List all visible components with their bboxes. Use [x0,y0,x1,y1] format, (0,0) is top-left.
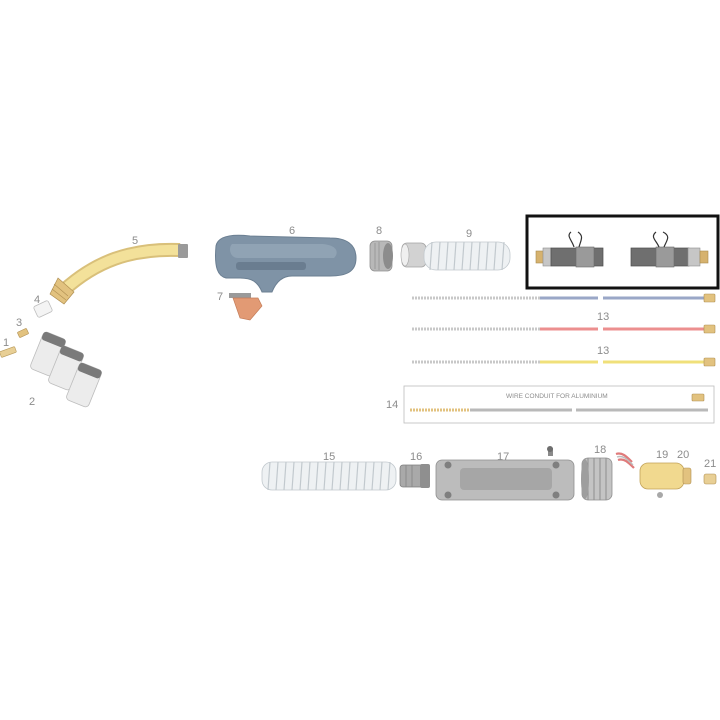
label-part-16: 16 [410,451,422,463]
label-part-18: 18 [594,444,606,456]
liner-blue [412,293,716,303]
contact-tip-part [0,346,17,358]
label-part-17: 17 [497,451,509,463]
label-part-21: 21 [704,458,716,470]
knurled-nut-part [581,457,613,501]
label-part-13-red: 13 [597,311,609,323]
highlighted-cable-assembly [525,214,720,290]
wire-conduit-caption: WIRE CONDUIT FOR ALUMINIUM [506,393,608,400]
gas-nozzles-part [30,331,102,408]
label-part-14: 14 [386,399,398,411]
label-part-6: 6 [289,225,295,237]
label-part-7: 7 [217,291,223,303]
liner-yellow [412,357,716,367]
insulator-part [33,300,53,318]
liner-red [412,324,716,334]
label-part-15: 15 [323,451,335,463]
spring-part [400,241,511,271]
label-part-1: 1 [3,337,9,349]
trigger-part [229,293,263,321]
nipple-part [703,473,717,485]
highlight-frame [525,214,720,290]
label-part-13-yellow: 13 [597,345,609,357]
swan-neck-part [49,242,188,305]
label-part-3: 3 [16,317,22,329]
rear-handle-body-part [435,446,575,501]
handle-part [215,234,357,293]
label-part-2: 2 [29,396,35,408]
label-part-19: 19 [656,449,668,461]
tip-adapter-part [17,328,29,338]
label-part-8: 8 [376,225,382,237]
central-connector-part [615,452,692,498]
aluminium-wire-conduit-part [403,385,715,424]
ring-nut-part [369,240,393,272]
label-part-4: 4 [34,294,40,306]
rear-spring-part [261,461,397,491]
spring-connector-part [399,464,430,488]
label-part-5: 5 [132,235,138,247]
label-part-20: 20 [677,449,689,461]
label-part-9: 9 [466,228,472,240]
